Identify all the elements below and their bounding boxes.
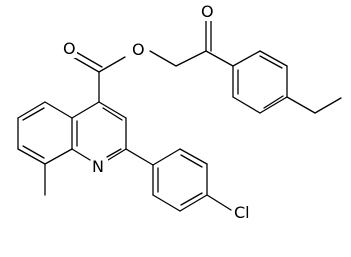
atom-label-cl: Cl	[234, 203, 250, 222]
bond-benzo-2	[17, 101, 46, 119]
bond-tolyl-methyl	[286, 96, 316, 114]
bond-aryl-2	[179, 148, 208, 165]
bond-py-4	[71, 148, 91, 161]
bond-py-inner-1	[102, 107, 123, 121]
bond-benzo-inner-1	[22, 107, 45, 121]
bond-ch2-ketone-c	[175, 50, 207, 67]
bond-benzo-inner-2	[22, 145, 45, 159]
bond-aryl-inner-2	[180, 192, 203, 206]
bond-methyl-tail	[314, 97, 342, 114]
bond-benzo-5	[44, 148, 73, 165]
bond-tolyl-inner-2	[263, 95, 284, 109]
bond-aryl-inner-1	[180, 154, 203, 168]
bond-ketone-c-aryl	[205, 50, 234, 67]
bond-tolyl-6	[232, 50, 261, 67]
bond-aryl-5	[152, 194, 181, 212]
bond-aryl-cl	[206, 194, 232, 211]
bond-tolyl-5	[259, 50, 288, 67]
bond-tolyl-2	[232, 96, 261, 114]
bond-benzo-1	[44, 101, 73, 119]
bonds	[17, 19, 342, 212]
bond-ester-o-ch2	[149, 50, 177, 67]
bond-quinoline-aryl	[125, 148, 154, 166]
bond-py-3	[107, 148, 127, 161]
atom-label-o-carbonyl: O	[63, 39, 76, 58]
bond-aryl-4	[179, 194, 208, 212]
bond-py-1	[98, 101, 127, 119]
atom-label-o-ester: O	[132, 40, 145, 59]
bond-carbonyl-double-a	[72, 56, 100, 73]
atom-label-o-ketone: O	[201, 2, 214, 21]
atom-label-n: N	[92, 157, 104, 176]
atom-labels: O O O N Cl	[62, 2, 258, 222]
bond-aryl-1	[152, 148, 181, 166]
bond-ester-c-o	[98, 56, 126, 73]
bond-carbonyl-double-b	[75, 51, 103, 68]
bond-py-6	[71, 101, 100, 119]
bond-py-inner-2	[106, 148, 122, 158]
bond-tolyl-inner-3	[259, 55, 283, 69]
bond-tolyl-3	[259, 96, 288, 114]
bond-benzo-4	[17, 148, 46, 165]
